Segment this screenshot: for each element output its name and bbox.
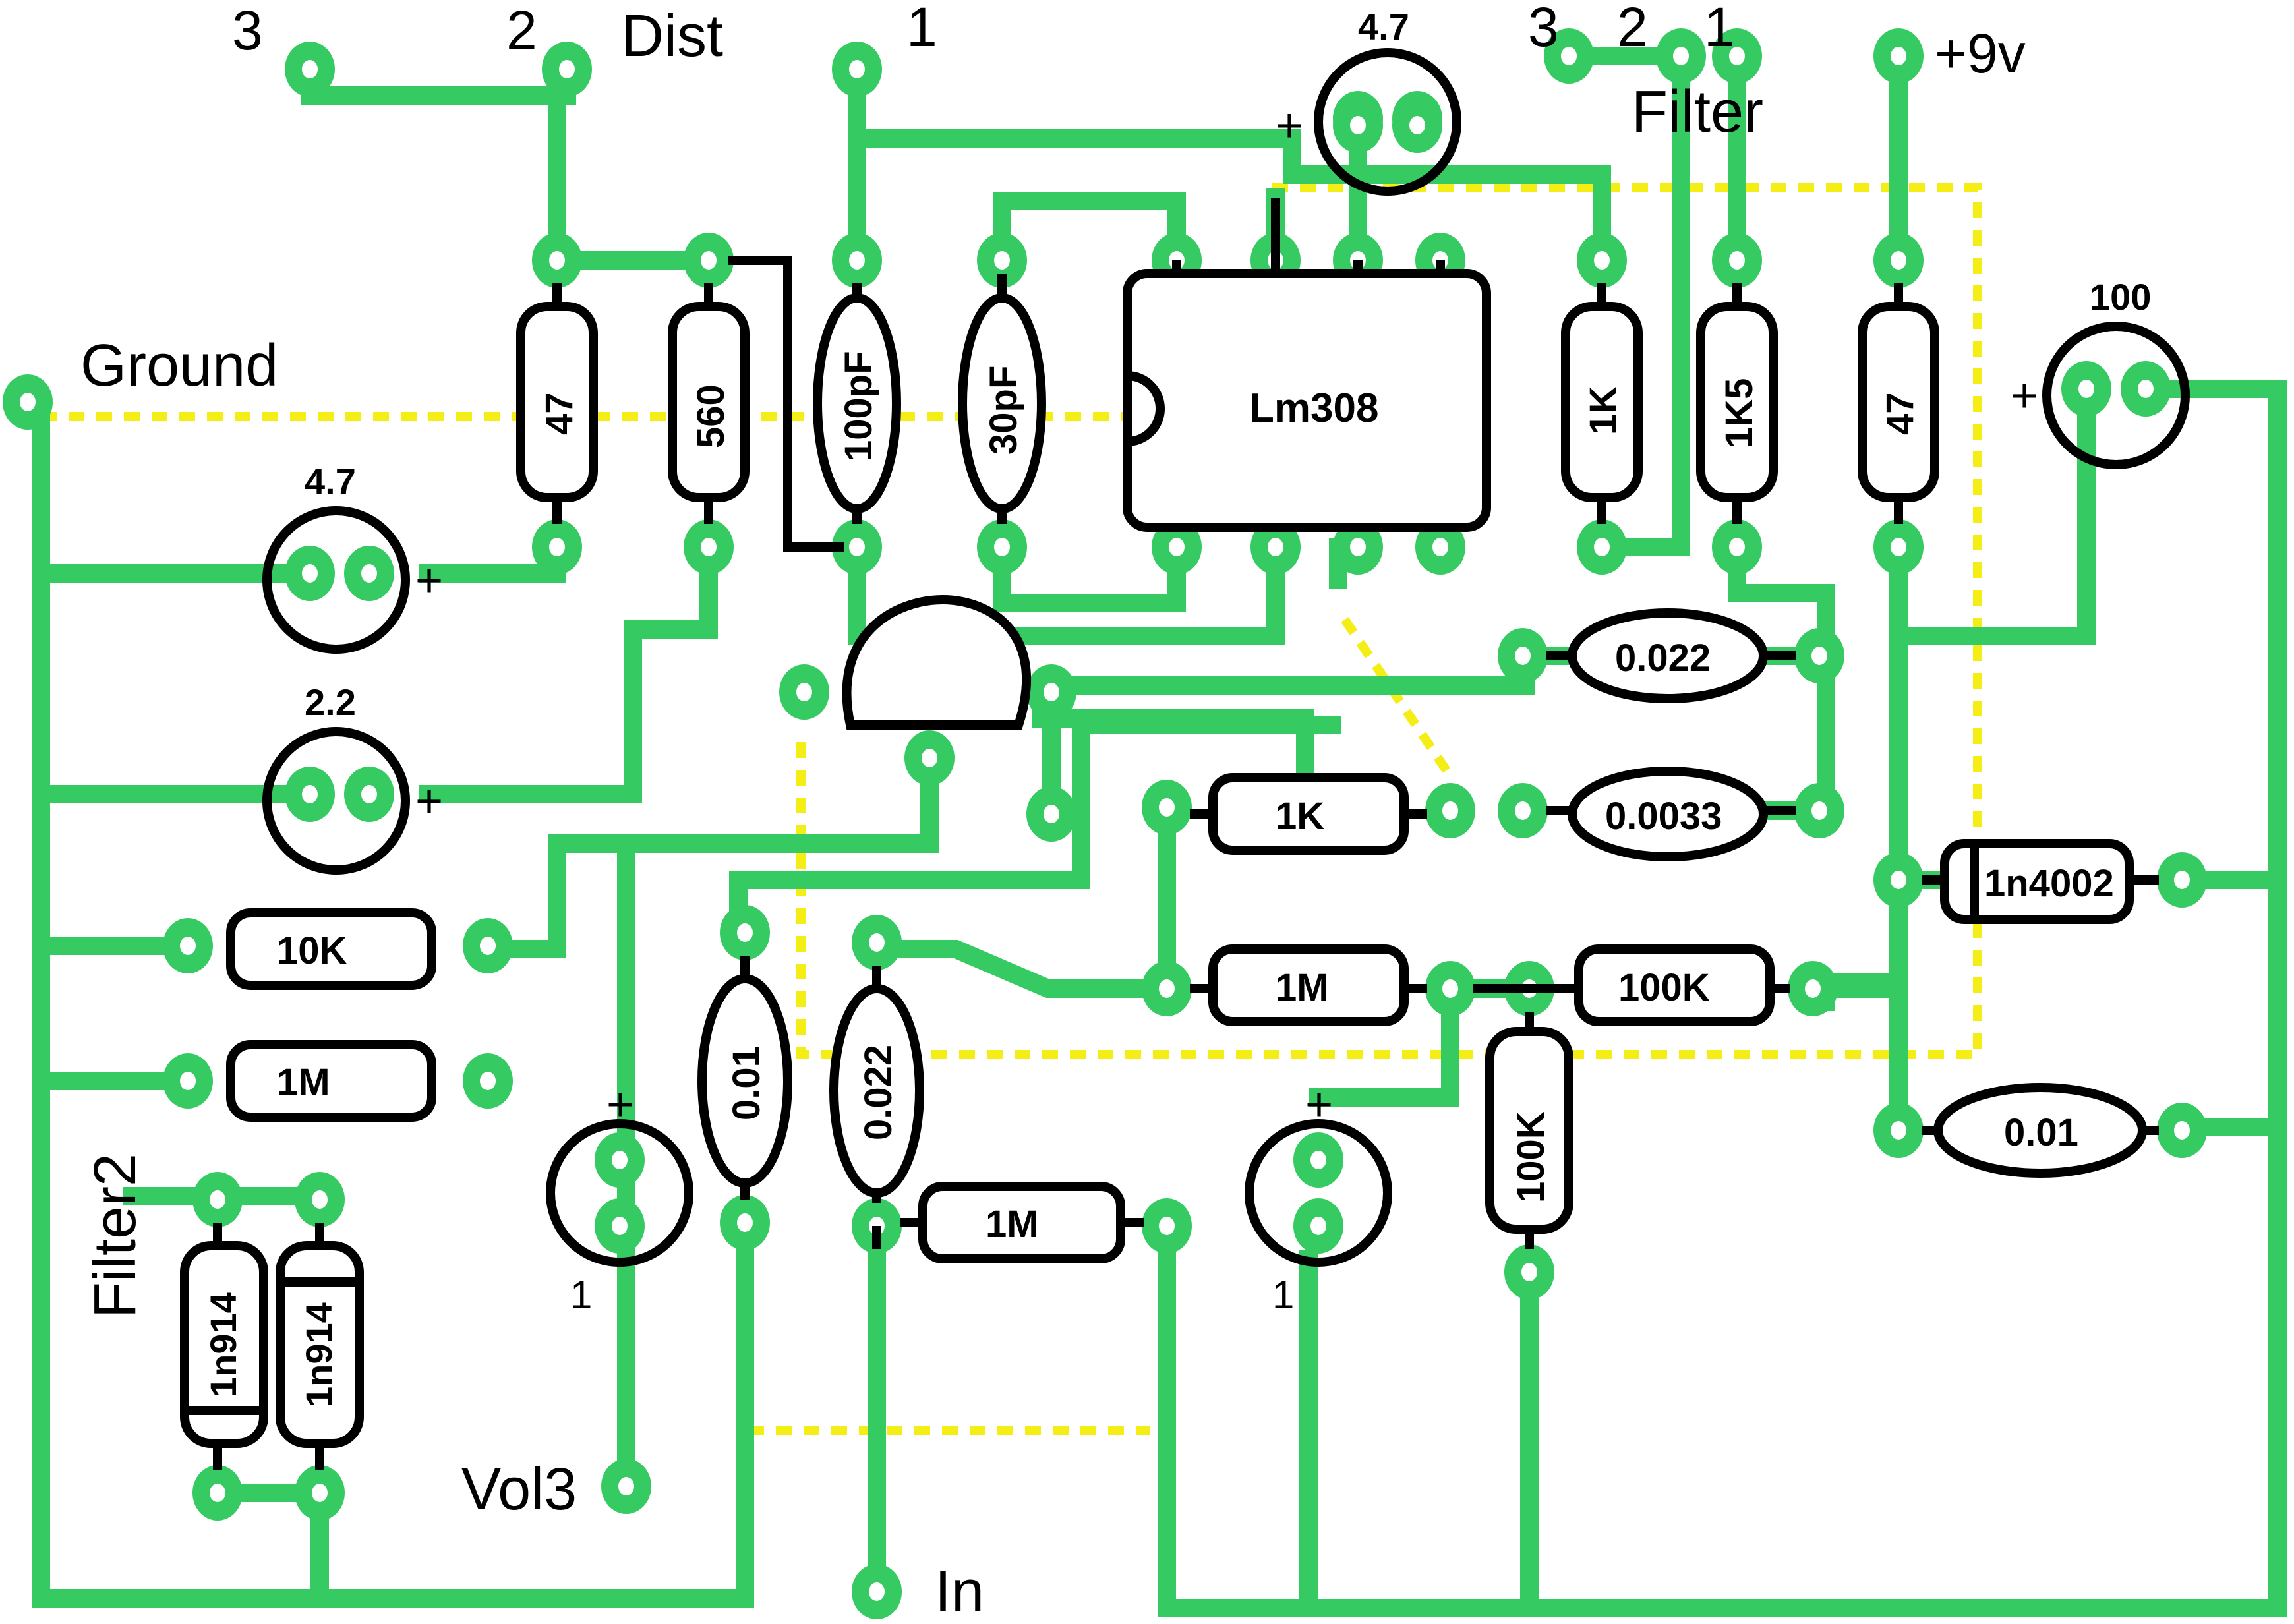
plus-mark-4-7: + (415, 554, 443, 607)
resistor-1k-top-value: 1K (1582, 386, 1625, 435)
board-labels: 3 2 Dist 1 3 2 1 Filter +9v Ground Filte… (80, 0, 2151, 1624)
plus-mark-1-left: + (606, 1078, 634, 1131)
in-label: In (935, 1559, 984, 1624)
filter-lug-3: 3 (1528, 0, 1559, 58)
filter2-label: Filter2 (82, 1153, 148, 1318)
cap-4-7-left-value: 4.7 (305, 461, 356, 502)
resistor-100k-v-value: 100K (1510, 1111, 1552, 1203)
filter-lug-1: 1 (1704, 0, 1735, 58)
dist-lug-2: 2 (506, 0, 537, 61)
diode-1n914-b-value: 1n914 (298, 1302, 339, 1407)
top-lug-1: 1 (906, 0, 937, 58)
plus-mark-1-right: + (1305, 1078, 1333, 1131)
cap-1-left-value: 1 (570, 1273, 592, 1317)
resistor-10k-value: 10K (277, 929, 347, 972)
capacitor-0-022-mid-value: 0.022 (857, 1045, 900, 1140)
component-outlines (180, 48, 2190, 1448)
capacitor-4-7-top (1314, 48, 1461, 196)
plus-mark-2-2: + (415, 775, 443, 828)
capacitor-100 (2042, 322, 2190, 469)
resistor-1m-left (226, 1040, 436, 1122)
capacitor-0-01-right-value: 0.01 (2004, 1111, 2078, 1154)
resistor-560-value: 560 (690, 384, 732, 448)
capacitor-1-right (1245, 1119, 1392, 1267)
cap-1-right-value: 1 (1272, 1273, 1294, 1317)
plus-mark-top: + (1276, 100, 1303, 152)
plus9v-label: +9v (1935, 22, 2026, 84)
capacitor-4-7-left (262, 506, 410, 654)
capacitor-0-01-mid-value: 0.01 (725, 1046, 768, 1120)
resistor-1m-left-value: 1M (277, 1061, 330, 1104)
capacitor-30pf-value: 30pF (982, 366, 1025, 455)
resistor-10k (226, 908, 436, 990)
resistor-47a-value: 47 (538, 392, 581, 435)
ground-label: Ground (80, 333, 278, 399)
diode-1n4002-value: 1n4002 (1984, 862, 2114, 905)
diode-1n914-a (180, 1241, 268, 1448)
cap-2-2-value: 2.2 (305, 682, 356, 723)
resistor-1k-mid-value: 1K (1276, 795, 1324, 838)
ic-label: Lm308 (1249, 386, 1378, 431)
ic-lm308 (1123, 269, 1491, 532)
vol3-label: Vol3 (461, 1457, 577, 1522)
capacitor-100pf-value: 100pF (837, 351, 880, 461)
jumper-wire-black (728, 256, 844, 552)
filter-label: Filter (1632, 79, 1763, 145)
transistor-body (842, 594, 1031, 730)
resistor-1m-mid-value: 1M (1276, 966, 1329, 1009)
cap-4-7-top-value: 4.7 (1358, 6, 1409, 47)
resistor-1k5-value: 1K5 (1718, 378, 1761, 448)
capacitor-0-022-right-value: 0.022 (1615, 637, 1711, 680)
resistor-47b-value: 47 (1879, 392, 1922, 435)
plus-mark-100: + (2011, 370, 2038, 422)
capacitor-2-2 (262, 727, 410, 875)
capacitor-0-0033-value: 0.0033 (1605, 795, 1722, 838)
resistor-100k-h-value: 100K (1618, 966, 1710, 1009)
dist-label: Dist (621, 3, 723, 69)
dist-lug-3: 3 (232, 0, 263, 61)
ic-notch (1127, 371, 1165, 446)
filter-lug-2: 2 (1617, 0, 1648, 58)
cap-100-value: 100 (2090, 276, 2151, 318)
pad-holes (20, 47, 2190, 1601)
capacitor-1-left (546, 1119, 693, 1267)
diode-1n914-a-value: 1n914 (202, 1292, 244, 1397)
resistor-1m-bottom-value: 1M (985, 1203, 1039, 1246)
